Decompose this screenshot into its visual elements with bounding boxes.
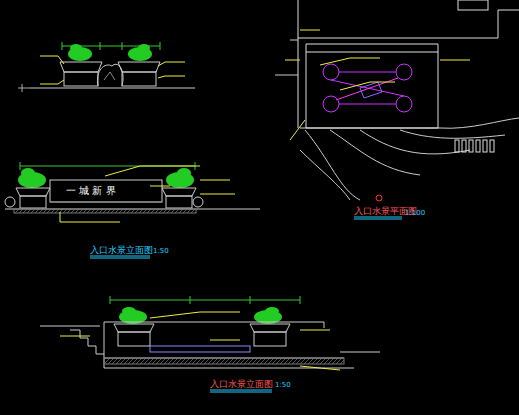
small-elevation	[18, 42, 195, 92]
drawing-title: 1:50	[275, 382, 291, 389]
section-elevation	[40, 296, 380, 370]
plan	[275, 0, 519, 200]
sign-text: 一 城 新 界	[66, 186, 116, 196]
drawing-title: 入口水景立面图	[90, 246, 153, 255]
drawing-title: 1:50	[153, 248, 169, 255]
front-elevation	[5, 162, 260, 222]
drawing-title: 1:100	[405, 210, 425, 217]
plan-leaders	[285, 30, 470, 201]
title-underlines	[90, 217, 402, 392]
drawing-title: 入口水景立面图	[210, 380, 273, 389]
plants	[18, 44, 282, 324]
stripes	[455, 140, 494, 152]
